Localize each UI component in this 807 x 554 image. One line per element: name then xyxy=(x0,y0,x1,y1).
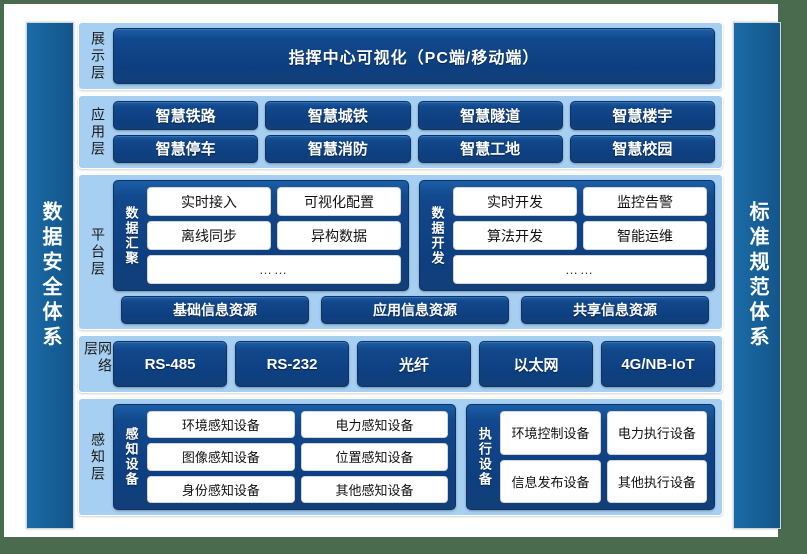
layer-display-label: 展示层 xyxy=(90,30,106,82)
group-data-aggregation-label: 数据汇聚 xyxy=(123,205,139,266)
sidebar-left-label: 数据安全体系 xyxy=(39,200,61,351)
layer-platform: 平台层 数据汇聚 实时接入 可视化配置 xyxy=(78,174,723,330)
resource-box-shared-information: 共享信息资源 xyxy=(521,296,709,324)
group-data-aggregation: 数据汇聚 实时接入 可视化配置 离线同步 异构数据 xyxy=(113,180,409,291)
dev-box-algorithm-development: 算法开发 xyxy=(453,221,577,250)
dev-box-intelligent-ops: 智能运维 xyxy=(583,221,707,250)
sensing-groups: 感知设备 环境感知设备 电力感知设备 图像感知设备 位置感知设备 xyxy=(113,404,715,510)
network-box-optical-fiber: 光纤 xyxy=(357,341,471,387)
actuator-row-2: 信息发布设备 其他执行设备 xyxy=(500,459,708,503)
layer-platform-label-wrap: 平台层 xyxy=(83,180,113,324)
layer-display-body: 指挥中心可视化（PC端/移动端） xyxy=(113,28,715,84)
group-data-development-label: 数据开发 xyxy=(429,205,445,266)
app-box-smart-tunnel: 智慧隧道 xyxy=(417,101,563,130)
group-actuator-devices-label: 执行设备 xyxy=(476,427,492,487)
app-box-smart-railway: 智慧铁路 xyxy=(113,101,259,130)
layer-stack: 展示层 指挥中心可视化（PC端/移动端） 应用层 智慧铁路 智慧城铁 智慧隧道 … xyxy=(78,22,723,527)
sensing-row-2: 图像感知设备 位置感知设备 xyxy=(147,443,449,471)
sense-box-position: 位置感知设备 xyxy=(300,443,449,471)
actuator-row-1: 环境控制设备 电力执行设备 xyxy=(500,411,708,455)
group-sensing-devices-label-wrap: 感知设备 xyxy=(121,411,141,503)
dev-box-realtime-development: 实时开发 xyxy=(453,187,577,216)
group-actuator-devices-label-wrap: 执行设备 xyxy=(474,411,494,503)
layer-display: 展示层 指挥中心可视化（PC端/移动端） xyxy=(78,22,723,90)
actuator-box-information-release: 信息发布设备 xyxy=(500,459,601,503)
sidebar-data-security: 数据安全体系 xyxy=(26,22,74,529)
development-row-2: 算法开发 智能运维 xyxy=(453,221,707,250)
network-box-4g-nbiot: 4G/NB-IoT xyxy=(601,341,715,387)
platform-resource-row: 基础信息资源 应用信息资源 共享信息资源 xyxy=(113,296,715,324)
layer-sensing-body: 感知设备 环境感知设备 电力感知设备 图像感知设备 位置感知设备 xyxy=(113,404,715,510)
layer-application: 应用层 智慧铁路 智慧城铁 智慧隧道 智慧楼宇 智慧停车 智慧消防 智慧工地 智… xyxy=(78,95,723,169)
actuator-box-power-execution: 电力执行设备 xyxy=(606,411,708,455)
resource-box-basic-information: 基础信息资源 xyxy=(121,296,309,324)
layer-application-body: 智慧铁路 智慧城铁 智慧隧道 智慧楼宇 智慧停车 智慧消防 智慧工地 智慧校园 xyxy=(113,101,715,163)
group-sensing-devices-label: 感知设备 xyxy=(123,427,139,487)
sense-box-power: 电力感知设备 xyxy=(300,411,449,439)
layer-application-label: 应用层 xyxy=(90,106,106,158)
app-box-smart-building: 智慧楼宇 xyxy=(569,101,715,130)
sidebar-standards: 标准规范体系 xyxy=(733,22,781,529)
actuator-box-environment-control: 环境控制设备 xyxy=(500,411,601,455)
group-data-development: 数据开发 实时开发 监控告警 算法开发 智能运维 xyxy=(419,180,715,291)
sense-box-other: 其他感知设备 xyxy=(300,475,449,503)
network-row: RS-485 RS-232 光纤 以太网 4G/NB-IoT xyxy=(113,341,715,387)
group-sensing-devices-grid: 环境感知设备 电力感知设备 图像感知设备 位置感知设备 身份感知设备 其他感知设… xyxy=(147,411,449,503)
application-row-1: 智慧铁路 智慧城铁 智慧隧道 智慧楼宇 xyxy=(113,101,715,130)
development-row-1: 实时开发 监控告警 xyxy=(453,187,707,216)
network-box-ethernet: 以太网 xyxy=(479,341,593,387)
agg-box-visual-config: 可视化配置 xyxy=(277,187,401,216)
sense-box-image: 图像感知设备 xyxy=(147,443,295,471)
layer-network-label-wrap: 网络层 xyxy=(83,341,113,387)
app-box-smart-metro: 智慧城铁 xyxy=(265,101,411,130)
sidebar-right-label: 标准规范体系 xyxy=(746,200,768,351)
network-box-rs485: RS-485 xyxy=(113,341,227,387)
development-row-3: …… xyxy=(453,255,707,284)
diagram-canvas: 数据安全体系 标准规范体系 展示层 指挥中心可视化（PC端/移动端） 应用层 智… xyxy=(4,4,781,537)
app-box-smart-parking: 智慧停车 xyxy=(113,134,259,163)
sense-box-environment: 环境感知设备 xyxy=(147,411,295,439)
layer-network-body: RS-485 RS-232 光纤 以太网 4G/NB-IoT xyxy=(113,341,715,387)
application-row-2: 智慧停车 智慧消防 智慧工地 智慧校园 xyxy=(113,134,715,163)
sensing-row-3: 身份感知设备 其他感知设备 xyxy=(147,475,449,503)
group-data-development-grid: 实时开发 监控告警 算法开发 智能运维 …… xyxy=(453,187,707,284)
actuator-box-other: 其他执行设备 xyxy=(606,459,708,503)
layer-sensing-label-wrap: 感知层 xyxy=(83,404,113,510)
aggregation-row-3: …… xyxy=(147,255,401,284)
group-sensing-devices: 感知设备 环境感知设备 电力感知设备 图像感知设备 位置感知设备 xyxy=(113,404,457,510)
resource-box-application-information: 应用信息资源 xyxy=(321,296,509,324)
app-box-smart-firefighting: 智慧消防 xyxy=(265,134,411,163)
group-data-development-label-wrap: 数据开发 xyxy=(427,187,447,284)
network-box-rs232: RS-232 xyxy=(235,341,349,387)
app-box-smart-construction-site: 智慧工地 xyxy=(417,134,563,163)
group-data-aggregation-label-wrap: 数据汇聚 xyxy=(121,187,141,284)
command-center-visualization-box: 指挥中心可视化（PC端/移动端） xyxy=(113,28,715,84)
agg-box-offline-sync: 离线同步 xyxy=(147,221,271,250)
layer-display-label-wrap: 展示层 xyxy=(83,28,113,84)
platform-groups: 数据汇聚 实时接入 可视化配置 离线同步 异构数据 xyxy=(113,180,715,291)
layer-platform-body: 数据汇聚 实时接入 可视化配置 离线同步 异构数据 xyxy=(113,180,715,324)
dev-box-monitoring-alarm: 监控告警 xyxy=(583,187,707,216)
sensing-row-1: 环境感知设备 电力感知设备 xyxy=(147,411,449,439)
layer-network: 网络层 RS-485 RS-232 光纤 以太网 4G/NB-IoT xyxy=(78,335,723,393)
layer-sensing: 感知层 感知设备 环境感知设备 电力感知设备 xyxy=(78,398,723,516)
dev-box-more: …… xyxy=(453,255,707,284)
layer-sensing-label: 感知层 xyxy=(90,431,106,483)
sense-box-identity: 身份感知设备 xyxy=(147,475,295,503)
layer-platform-label: 平台层 xyxy=(90,226,106,278)
aggregation-row-1: 实时接入 可视化配置 xyxy=(147,187,401,216)
agg-box-more: …… xyxy=(147,255,401,284)
layer-application-label-wrap: 应用层 xyxy=(83,101,113,163)
group-actuator-devices-grid: 环境控制设备 电力执行设备 信息发布设备 其他执行设备 xyxy=(500,411,708,503)
group-actuator-devices: 执行设备 环境控制设备 电力执行设备 信息发布设备 其他执行设备 xyxy=(466,404,715,510)
agg-box-realtime-access: 实时接入 xyxy=(147,187,271,216)
group-data-aggregation-grid: 实时接入 可视化配置 离线同步 异构数据 …… xyxy=(147,187,401,284)
aggregation-row-2: 离线同步 异构数据 xyxy=(147,221,401,250)
agg-box-heterogeneous-data: 异构数据 xyxy=(277,221,401,250)
app-box-smart-campus: 智慧校园 xyxy=(569,134,715,163)
layer-network-label: 网络层 xyxy=(83,341,113,375)
